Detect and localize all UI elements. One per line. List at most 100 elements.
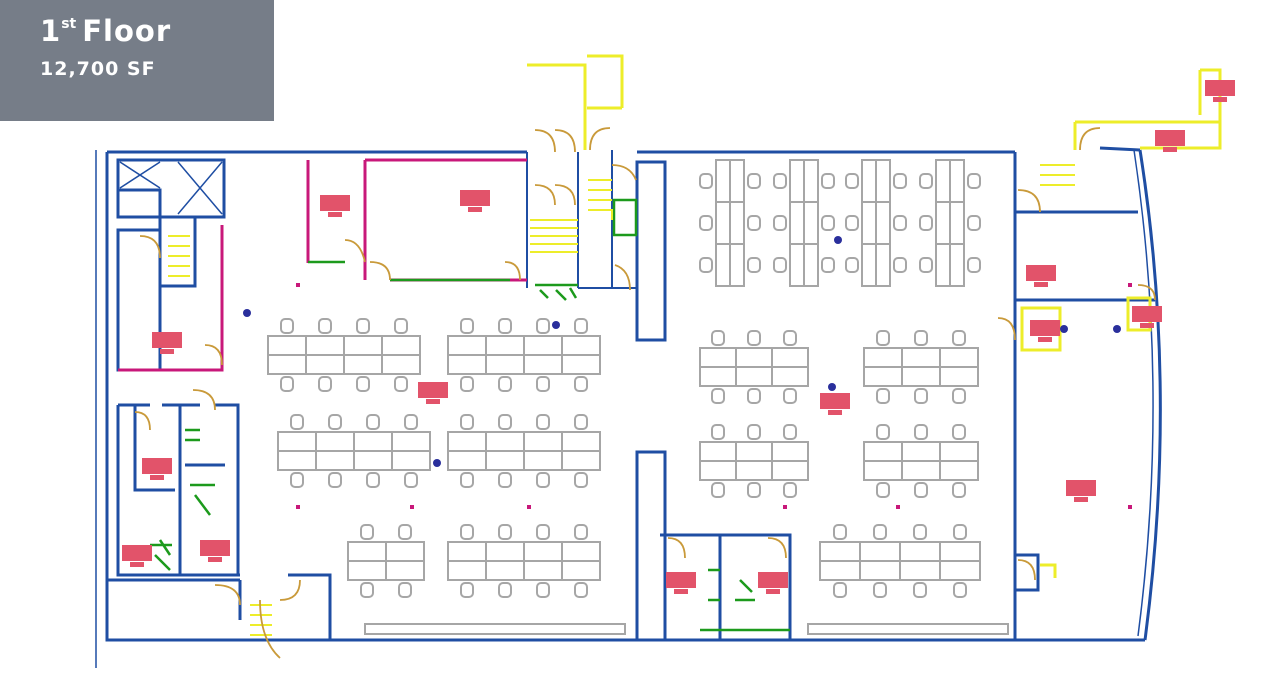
chair: [574, 582, 588, 598]
room-tag-sub: [468, 207, 482, 212]
chair: [876, 330, 890, 346]
chair: [460, 414, 474, 430]
chair: [574, 376, 588, 392]
room-tag-sub: [766, 589, 780, 594]
pink-dots: [296, 283, 1132, 509]
exterior-walls: [95, 146, 1162, 668]
chair: [953, 524, 967, 540]
chair: [280, 376, 294, 392]
chair: [783, 482, 797, 498]
office-walls: [118, 158, 527, 372]
room-tag-sub: [1163, 147, 1177, 152]
chair: [536, 582, 550, 598]
chair: [967, 257, 981, 273]
chair: [747, 388, 761, 404]
chair: [913, 524, 927, 540]
room-tag-sub: [426, 399, 440, 404]
room-tag-sub: [1213, 97, 1227, 102]
chair: [967, 173, 981, 189]
room-tag-sub: [1038, 337, 1052, 342]
chair: [919, 173, 933, 189]
room-tag: [1155, 130, 1185, 146]
chair: [747, 482, 761, 498]
room-tag: [1030, 320, 1060, 336]
room-tag: [460, 190, 490, 206]
chair: [328, 414, 342, 430]
chair: [783, 388, 797, 404]
chair: [398, 524, 412, 540]
floor-suffix: st: [61, 16, 77, 32]
room-tag-sub: [1034, 282, 1048, 287]
chair: [773, 173, 787, 189]
room-tag: [320, 195, 350, 211]
chair: [893, 257, 907, 273]
chair: [536, 318, 550, 334]
chair: [498, 376, 512, 392]
chair: [536, 376, 550, 392]
counter: [364, 623, 626, 635]
chair: [328, 472, 342, 488]
floor-number: 1: [40, 14, 62, 48]
chair: [360, 524, 374, 540]
floor-word: Floor: [82, 14, 172, 48]
chair: [711, 424, 725, 440]
chair: [952, 330, 966, 346]
chair: [460, 318, 474, 334]
chair: [318, 376, 332, 392]
chair: [366, 414, 380, 430]
chair: [574, 318, 588, 334]
chair: [967, 215, 981, 231]
chair: [356, 376, 370, 392]
restroom-fixtures: [150, 198, 790, 632]
room-tag-sub: [674, 589, 688, 594]
chair: [952, 388, 966, 404]
chair: [893, 173, 907, 189]
chair: [460, 376, 474, 392]
chair: [460, 472, 474, 488]
chair: [914, 330, 928, 346]
chair: [845, 257, 859, 273]
workstations: [267, 159, 1009, 635]
chair: [913, 582, 927, 598]
room-tag: [142, 458, 172, 474]
chair: [536, 524, 550, 540]
markers: [243, 236, 1121, 467]
chair: [952, 482, 966, 498]
chair: [914, 424, 928, 440]
room-labels: [122, 80, 1235, 594]
room-tag: [758, 572, 788, 588]
room-tag: [666, 572, 696, 588]
room-tag: [1026, 265, 1056, 281]
counter: [807, 623, 1009, 635]
room-tag: [1205, 80, 1235, 96]
room-tag-sub: [1140, 323, 1154, 328]
chair: [893, 215, 907, 231]
chair: [498, 318, 512, 334]
chair: [574, 524, 588, 540]
chair: [366, 472, 380, 488]
chair: [394, 318, 408, 334]
chair: [773, 257, 787, 273]
room-tag-sub: [160, 349, 174, 354]
chair: [919, 257, 933, 273]
chair: [821, 257, 835, 273]
chair: [498, 524, 512, 540]
chair: [833, 524, 847, 540]
room-tag: [122, 545, 152, 561]
room-tag: [820, 393, 850, 409]
room-tag-sub: [328, 212, 342, 217]
chair: [821, 215, 835, 231]
chair: [699, 257, 713, 273]
chair: [833, 582, 847, 598]
room-tag-sub: [828, 410, 842, 415]
room-tag: [1132, 306, 1162, 322]
chair: [498, 582, 512, 598]
chair: [919, 215, 933, 231]
chair: [404, 472, 418, 488]
chair: [290, 472, 304, 488]
chair: [711, 330, 725, 346]
chair: [953, 582, 967, 598]
chair: [747, 173, 761, 189]
chair: [699, 173, 713, 189]
